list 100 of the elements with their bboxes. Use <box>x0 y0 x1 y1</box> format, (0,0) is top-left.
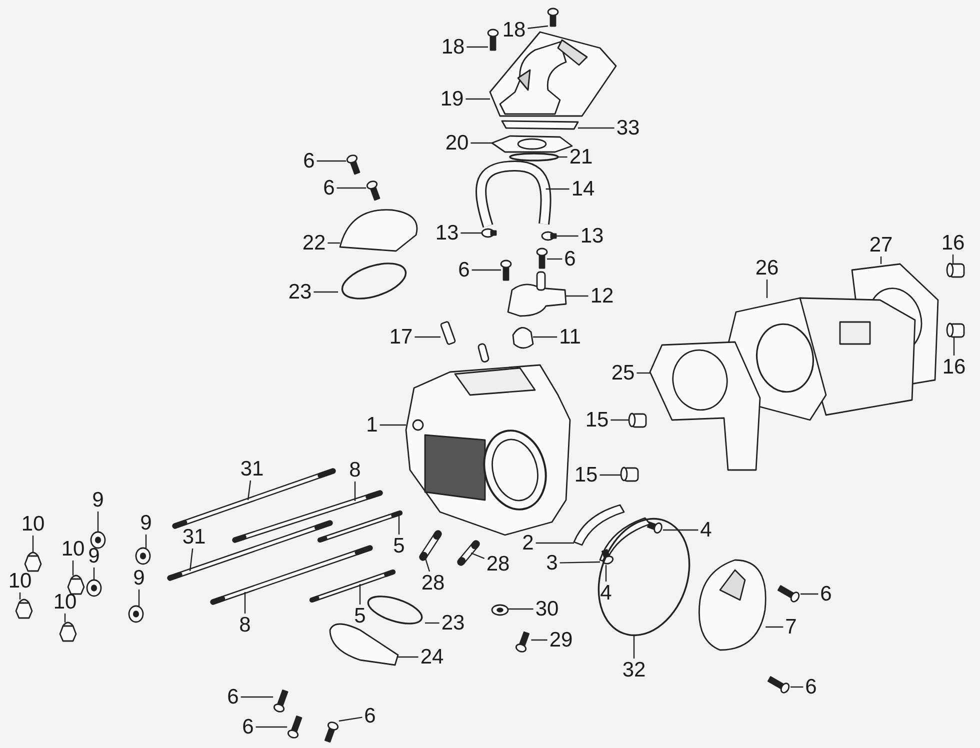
bolt-drawing <box>602 549 614 564</box>
callout-number: 3 <box>545 552 559 574</box>
leader-line <box>247 480 252 500</box>
leader-line <box>72 560 74 576</box>
callout-number: 9 <box>139 512 153 534</box>
leader-line <box>189 548 194 572</box>
leader-line <box>466 46 488 48</box>
leader-line <box>338 716 362 722</box>
callout-number: 18 <box>501 20 527 40</box>
leader-line <box>533 336 558 338</box>
leader-line <box>314 291 338 293</box>
callout-number: 1 <box>365 414 379 436</box>
callout-number: 16 <box>941 356 967 378</box>
leader-line <box>380 424 406 426</box>
leader-line <box>546 188 570 190</box>
leader-line <box>93 568 95 580</box>
callout-number: 9 <box>91 490 105 510</box>
sensor-drawing <box>440 320 456 346</box>
bolt-drawing <box>500 260 512 281</box>
leader-line <box>953 337 955 356</box>
leader-line <box>472 269 501 271</box>
leader-line <box>398 656 418 658</box>
callout-number: 23 <box>440 612 466 634</box>
callout-number: 10 <box>52 592 78 612</box>
callout-number: 5 <box>392 536 406 556</box>
callout-number: 8 <box>238 614 252 636</box>
thermostat-drawing <box>512 326 534 349</box>
leader-line <box>800 593 818 595</box>
callout-number: 21 <box>568 146 594 168</box>
callout-number: 16 <box>940 232 966 254</box>
housing-drawing <box>507 271 567 317</box>
callout-number: 10 <box>7 570 33 592</box>
callout-number: 13 <box>434 222 460 244</box>
leader-line <box>560 561 600 564</box>
leader-line <box>610 419 629 421</box>
leader-line <box>138 590 140 606</box>
cover-drawing <box>329 623 399 666</box>
leader-line <box>64 614 66 622</box>
nut-drawing <box>67 574 85 595</box>
callout-number: 7 <box>784 616 798 638</box>
gasket-drawing <box>501 120 579 130</box>
callout-number: 4 <box>599 582 613 604</box>
stud-drawing <box>310 570 396 602</box>
dowel-drawing <box>946 322 965 338</box>
washer-drawing <box>90 531 106 549</box>
callout-number: 6 <box>819 584 833 604</box>
callout-number: 19 <box>439 88 465 110</box>
callout-number: 6 <box>302 150 316 172</box>
dowel-drawing <box>628 412 647 428</box>
callout-number: 31 <box>239 458 265 480</box>
washer-drawing <box>135 547 151 565</box>
callout-number: 6 <box>804 676 818 698</box>
leader-line <box>531 639 548 641</box>
callout-number: 9 <box>87 546 101 566</box>
stud-drawing <box>167 520 333 581</box>
leader-line <box>414 336 440 338</box>
clamp-drawing <box>481 228 497 238</box>
leader-line <box>97 512 99 532</box>
callout-number: 28 <box>485 554 511 574</box>
leader-line <box>256 726 288 728</box>
leader-line <box>566 295 588 297</box>
callout-number: 32 <box>621 660 647 680</box>
leader-line <box>460 232 482 234</box>
stud-drawing <box>457 540 480 566</box>
clamp-drawing <box>541 231 557 241</box>
leader-line <box>952 254 954 264</box>
leader-line <box>328 242 340 244</box>
leader-line <box>605 565 607 582</box>
hose-drawing <box>476 160 552 228</box>
callout-number: 5 <box>353 606 367 626</box>
leader-line <box>636 372 650 374</box>
cover-drawing <box>339 209 418 252</box>
washer-drawing <box>491 604 509 616</box>
callout-number: 17 <box>388 326 414 348</box>
leader-line <box>578 127 614 129</box>
leader-line <box>466 98 490 100</box>
leader-line <box>336 187 366 189</box>
leader-line <box>145 534 147 548</box>
leader-line <box>354 482 356 501</box>
nut-drawing <box>24 552 42 572</box>
callout-number: 29 <box>548 630 574 650</box>
callout-number: 24 <box>419 646 445 668</box>
leader-line <box>547 258 562 260</box>
leader-line <box>880 256 882 264</box>
leader-line <box>766 280 768 298</box>
leader-line <box>558 156 568 158</box>
washer-drawing <box>128 605 144 623</box>
callout-number: 13 <box>579 226 605 246</box>
callout-number: 12 <box>589 286 615 306</box>
callout-number: 28 <box>420 572 446 594</box>
head-drawing <box>405 364 571 536</box>
dowel-drawing <box>946 262 965 278</box>
callout-number: 31 <box>181 526 207 548</box>
ring-drawing <box>598 518 690 636</box>
stud-drawing <box>210 545 373 605</box>
bracket-drawing <box>573 504 625 546</box>
stud-drawing <box>232 490 383 543</box>
bolt-drawing <box>547 8 559 27</box>
leader-line <box>766 626 784 628</box>
callout-number: 9 <box>132 568 146 588</box>
